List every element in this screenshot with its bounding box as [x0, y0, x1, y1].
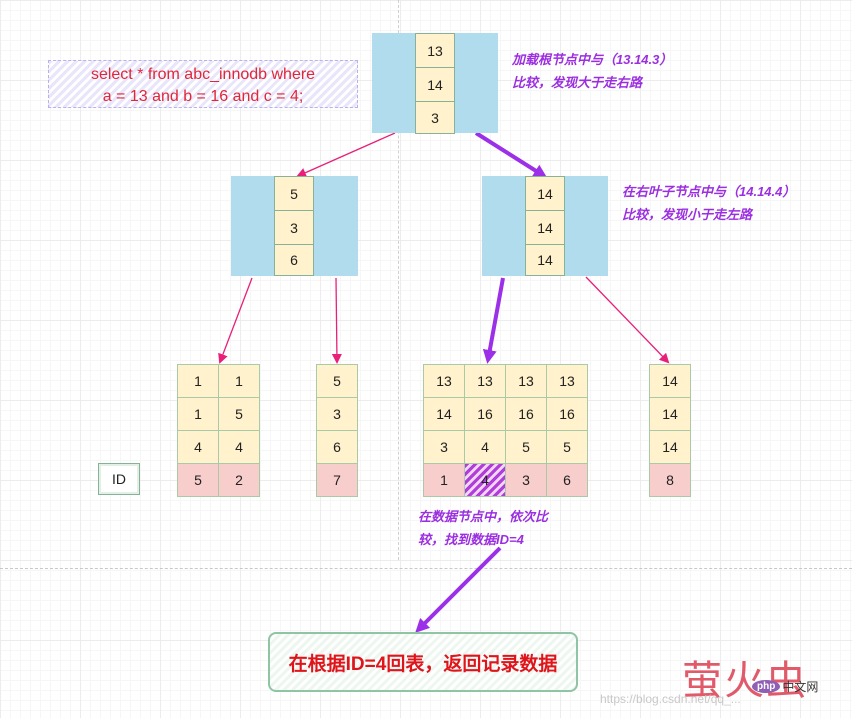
- leaf-key-cell: 14: [649, 397, 691, 431]
- sql-query-line1: select * from abc_innodb where: [90, 66, 316, 83]
- right-note-line2: 比较，发现小于走左路: [622, 207, 753, 222]
- left-internal-keys: 5 3 6: [274, 176, 314, 276]
- right-note-line1: 在右叶子节点中与（14.14.4）: [622, 184, 796, 199]
- arrow-root-to-left: [296, 132, 396, 178]
- leaf-id-cell: 2: [218, 463, 260, 497]
- id-legend: ID: [98, 463, 140, 495]
- sql-query-line2: a = 13 and b = 16 and c = 4;: [102, 88, 304, 105]
- leaf-id-cell: 7: [316, 463, 358, 497]
- leaf-key-cell: 5: [505, 430, 547, 464]
- leaf-key-cell: 5: [218, 397, 260, 431]
- data-compare-note: 在数据节点中，依次比 较，找到数据ID=4: [418, 505, 548, 551]
- center-guide-line: [398, 0, 399, 560]
- root-key-2: 14: [415, 67, 455, 102]
- arrow-right-to-leaf3: [482, 277, 505, 364]
- leaf-key-cell: 16: [464, 397, 506, 431]
- php-cn-badge: php 中文网: [752, 678, 818, 695]
- root-key-3: 3: [415, 101, 455, 134]
- leaf-id-cell: 3: [505, 463, 547, 497]
- blog-watermark: https://blog.csdn.net/qq_...: [600, 692, 741, 706]
- sql-query-box: select * from abc_innodb where a = 13 an…: [48, 60, 358, 108]
- leaf-key-cell: 13: [464, 364, 506, 398]
- leaf-key-cell: 13: [505, 364, 547, 398]
- arrow-left-to-leaf2: [331, 277, 342, 364]
- leaf-id-cell: 4: [464, 463, 506, 497]
- result-box: 在根据ID=4回表，返回记录数据: [268, 632, 578, 692]
- leaf-key-cell: 1: [218, 364, 260, 398]
- firefly-logo: 萤火虫: [682, 658, 808, 704]
- leaf-key-cell: 4: [464, 430, 506, 464]
- leaf-key-cell: 14: [649, 430, 691, 464]
- right-internal-keys: 14 14 14: [525, 176, 565, 276]
- leaf-key-cell: 4: [177, 430, 219, 464]
- leaf-key-cell: 16: [546, 397, 588, 431]
- left-key-3: 6: [274, 244, 314, 276]
- left-key-2: 3: [274, 210, 314, 245]
- right-key-3: 14: [525, 244, 565, 276]
- right-key-1: 14: [525, 176, 565, 211]
- leaf-id-cell: 5: [177, 463, 219, 497]
- root-key-1: 13: [415, 33, 455, 68]
- leaf-key-cell: 14: [423, 397, 465, 431]
- root-compare-note: 加载根节点中与（13.14.3） 比较，发现大于走右路: [512, 48, 672, 94]
- leaf-key-cell: 3: [316, 397, 358, 431]
- leaf-key-cell: 1: [177, 397, 219, 431]
- arrow-right-to-leaf4: [585, 276, 670, 364]
- leaf-key-cell: 3: [423, 430, 465, 464]
- leaf-key-cell: 14: [649, 364, 691, 398]
- root-note-line1: 加载根节点中与（13.14.3）: [512, 52, 673, 67]
- data-note-line2: 较，找到数据ID=4: [418, 532, 524, 547]
- leaf-key-cell: 6: [316, 430, 358, 464]
- right-key-2: 14: [525, 210, 565, 245]
- leaf-key-cell: 4: [218, 430, 260, 464]
- separator-line: [0, 568, 852, 569]
- leaf-key-cell: 13: [546, 364, 588, 398]
- arrow-left-to-leaf1: [218, 277, 253, 364]
- leaf-key-cell: 13: [423, 364, 465, 398]
- arrow-root-to-right: [474, 131, 548, 179]
- leaf-id-cell: 1: [423, 463, 465, 497]
- left-key-1: 5: [274, 176, 314, 211]
- right-compare-note: 在右叶子节点中与（14.14.4） 比较，发现小于走左路: [622, 180, 795, 226]
- root-node-keys: 13 14 3: [415, 33, 455, 134]
- leaf-key-cell: 5: [316, 364, 358, 398]
- arrow-data-to-result: [415, 546, 502, 633]
- php-logo-icon: php: [752, 680, 781, 693]
- data-note-line1: 在数据节点中，依次比: [418, 509, 549, 524]
- leaf-key-cell: 5: [546, 430, 588, 464]
- php-badge-label: 中文网: [782, 680, 819, 694]
- leaf-id-cell: 8: [649, 463, 691, 497]
- root-note-line2: 比较，发现大于走右路: [512, 75, 643, 90]
- leaf-key-cell: 1: [177, 364, 219, 398]
- leaf-id-cell: 6: [546, 463, 588, 497]
- leaf-key-cell: 16: [505, 397, 547, 431]
